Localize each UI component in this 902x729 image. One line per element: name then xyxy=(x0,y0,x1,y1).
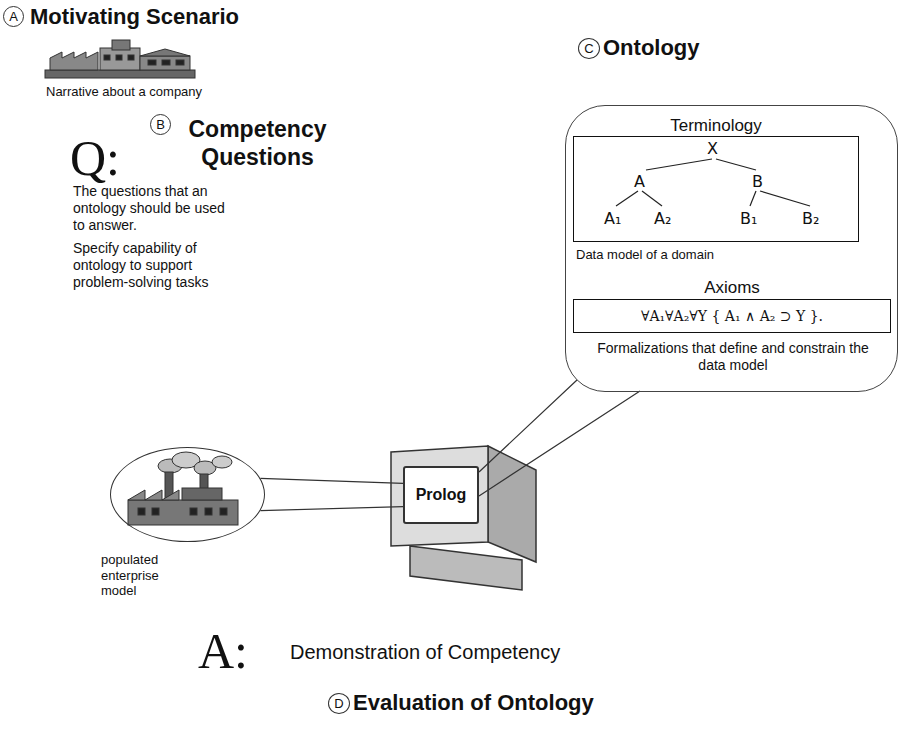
node-label: populated enterprise model xyxy=(101,552,181,599)
node-text: Formalizations that define and constrain… xyxy=(594,340,872,374)
section-heading: Evaluation of Ontology xyxy=(353,690,594,716)
tree-term: B xyxy=(752,172,763,191)
node-label: Prolog xyxy=(405,468,477,522)
caption-text: Narrative about a company xyxy=(46,84,202,100)
answer-label: A: xyxy=(198,626,248,676)
node-text: ∀A₁∀A₂∀Y { A₁ ∧ A₂ ⊃ Y }. xyxy=(574,300,890,332)
node-label: D xyxy=(329,694,349,713)
circle-marker: D xyxy=(328,693,350,714)
node-label: A xyxy=(4,7,23,26)
description-text: Specify capability of ontology to suppor… xyxy=(73,240,238,290)
circle-marker: B xyxy=(150,114,171,135)
tree-lines xyxy=(616,159,810,206)
node-text: Data model of a domain xyxy=(576,247,714,263)
section-heading: Demonstration of Competency xyxy=(290,640,560,664)
connector xyxy=(479,380,640,496)
section-heading: Competency Questions xyxy=(165,116,350,171)
node-label: Terminology xyxy=(574,116,858,136)
tree-term: B₂ xyxy=(802,209,819,228)
ontology-region: TerminologyData model of a domainAxioms∀… xyxy=(565,105,898,392)
circle-marker: A xyxy=(3,6,24,27)
axioms-box: Axioms∀A₁∀A₂∀Y { A₁ ∧ A₂ ⊃ Y }.Formaliza… xyxy=(573,299,891,333)
question-mark-label: Q: xyxy=(70,133,120,183)
node-label: C xyxy=(579,39,599,58)
connector xyxy=(260,478,403,510)
tree-term: A₂ xyxy=(654,209,671,228)
tree-term: A xyxy=(634,172,645,191)
node-label: Axioms xyxy=(574,278,890,298)
section-heading: Motivating Scenario xyxy=(30,4,239,30)
node-label: Ontology xyxy=(603,35,700,61)
circle-marker: C xyxy=(578,38,600,59)
tree-term: A₁ xyxy=(604,209,621,228)
computer-monitor xyxy=(391,446,536,590)
factory-illustration xyxy=(128,452,238,525)
enterprise-bubble: populated enterprise model xyxy=(110,447,265,542)
prolog-screen: Prolog xyxy=(403,466,479,524)
tree-term: X xyxy=(707,139,718,158)
tree-term: B₁ xyxy=(740,209,757,228)
description-text: The questions that an ontology should be… xyxy=(73,183,238,233)
factory-illustration xyxy=(45,40,195,78)
node-label: B xyxy=(151,115,170,134)
